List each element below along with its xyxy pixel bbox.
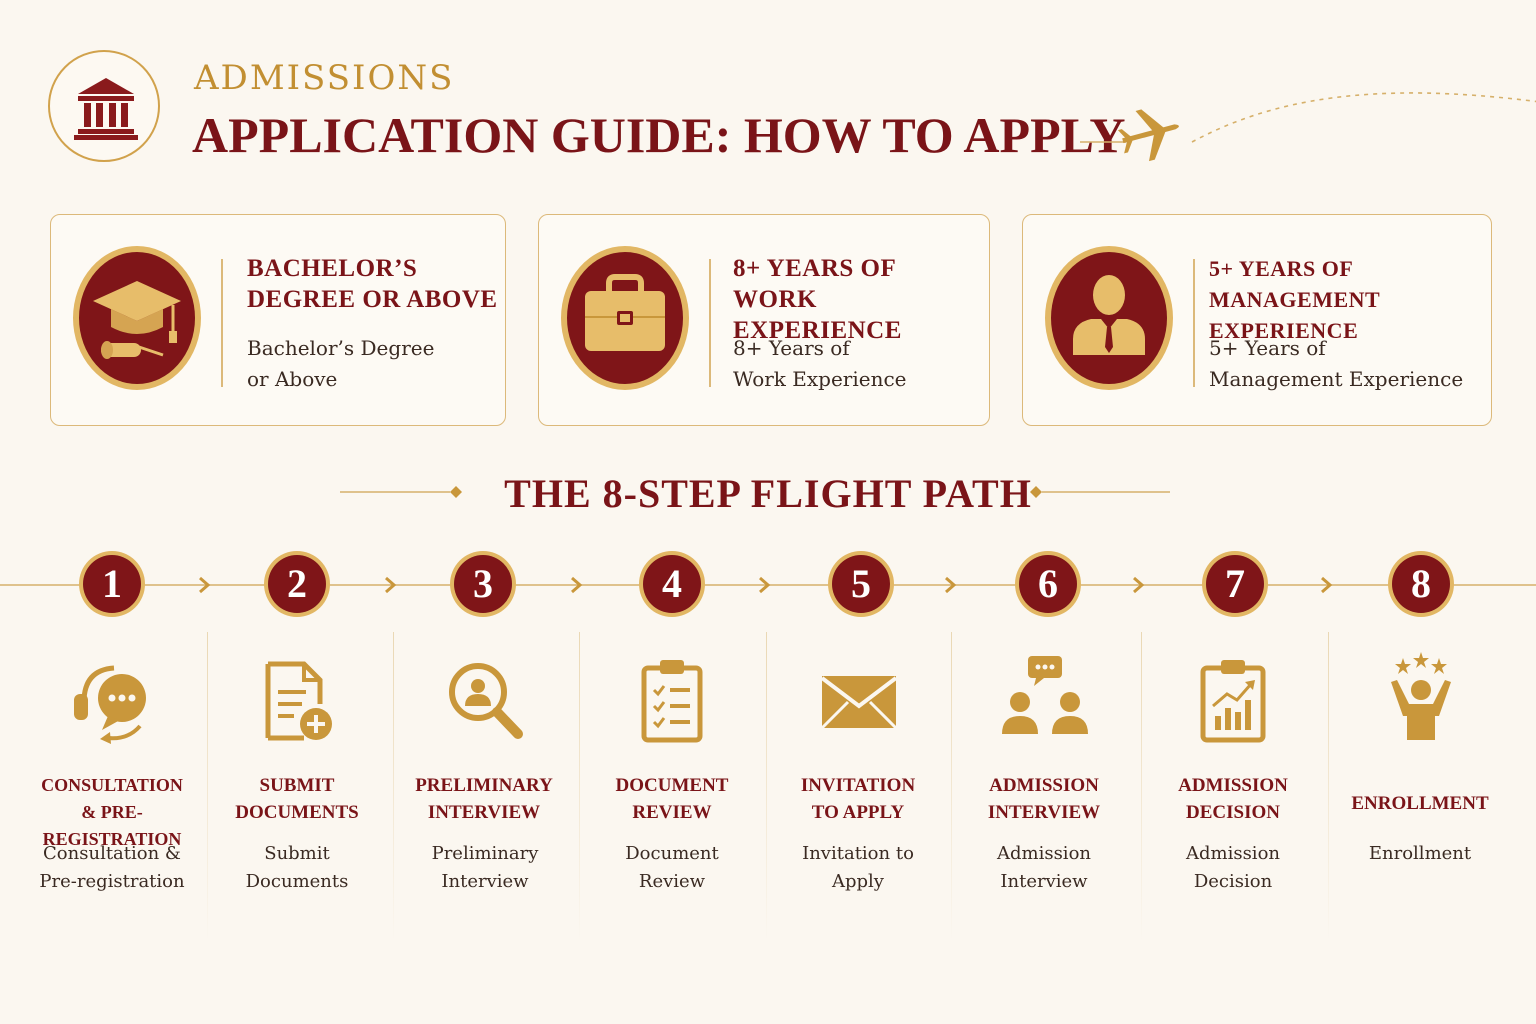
requirement-card-management-experience: 5+ YEARS OF MANAGEMENT EXPERIENCE 5+ Yea… (1022, 214, 1492, 426)
step-title: ADMISSION INTERVIEW (987, 775, 1101, 823)
requirement-card-work-experience: 8+ YEARS OF WORK EXPERIENCE 8+ Years of … (538, 214, 990, 426)
step-badge-5: 5 (827, 550, 895, 618)
step-description: Preliminary Interview (431, 843, 539, 892)
requirement-card-degree: BACHELOR’S DEGREE OR ABOVE Bachelor’s De… (50, 214, 506, 426)
column-divider (1328, 632, 1329, 942)
page-title: APPLICATION GUIDE: HOW TO APPLY (192, 107, 1126, 163)
step-badge-8: 8 (1387, 550, 1455, 618)
requirement-title: BACHELOR’S DEGREE OR ABOVE (247, 255, 498, 313)
column-divider (1141, 632, 1142, 942)
column-divider (766, 632, 767, 942)
column-divider (951, 632, 952, 942)
step-number: 5 (851, 561, 871, 606)
step-title: CONSULTATION & PRE-REGISTRATION (41, 775, 183, 849)
step-badge-6: 6 (1014, 550, 1082, 618)
step-number: 2 (287, 561, 307, 606)
step-number: 8 (1411, 561, 1431, 606)
step-badge-7: 7 (1201, 550, 1269, 618)
step-badge-4: 4 (638, 550, 706, 618)
consultation-chat-icon (74, 665, 146, 744)
step-badge-2: 2 (263, 550, 331, 618)
step-description: Document Review (625, 843, 719, 892)
step-description: Submit Documents (245, 843, 349, 892)
step-number: 3 (473, 561, 493, 606)
step-description: Enrollment (1368, 843, 1472, 864)
requirement-title: 8+ YEARS OF WORK EXPERIENCE (733, 255, 902, 344)
step-number: 4 (662, 561, 682, 606)
step-number: 1 (102, 561, 122, 606)
briefcase-icon (561, 246, 689, 390)
airplane-icon (1080, 92, 1536, 162)
section-kicker: ADMISSIONS (194, 58, 455, 98)
document-add-icon (265, 661, 332, 741)
requirement-description: Bachelor’s Degree or Above (247, 336, 435, 391)
step-description: Consultation & Pre-registration (39, 843, 185, 892)
bank-building-icon (74, 78, 138, 140)
column-divider (207, 632, 208, 942)
step-badge-1: 1 (78, 550, 146, 618)
steps-heading: THE 8-STEP FLIGHT PATH (504, 471, 1032, 516)
step-number: 6 (1038, 561, 1058, 606)
envelope-icon (820, 676, 898, 730)
graduation-cap-icon (73, 246, 201, 390)
step-number: 7 (1225, 561, 1245, 606)
requirement-description: 5+ Years of Management Experience (1209, 336, 1464, 391)
clipboard-checklist-icon (641, 660, 703, 743)
step-title: ENROLLMENT (1351, 793, 1489, 814)
step-title: ADMISSION DECISION (1178, 775, 1288, 823)
step-title: SUBMIT DOCUMENTS (235, 775, 359, 823)
step-description: Admission Decision (1185, 843, 1280, 892)
step-badge-3: 3 (449, 550, 517, 618)
step-title: DOCUMENT REVIEW (615, 775, 729, 823)
institution-logo (48, 50, 160, 162)
person-search-icon (449, 663, 523, 739)
requirement-description: 8+ Years of Work Experience (733, 336, 907, 391)
manager-icon (1045, 246, 1173, 390)
column-divider (393, 632, 394, 942)
heading-divider (340, 486, 1170, 498)
requirement-title: 5+ YEARS OF MANAGEMENT EXPERIENCE (1209, 256, 1380, 343)
step-description: Admission Interview (996, 843, 1091, 892)
interview-people-icon (1002, 656, 1088, 734)
step-title: INVITATION TO APPLY (800, 775, 916, 823)
column-divider (579, 632, 580, 942)
celebration-stars-icon (1391, 652, 1451, 740)
clipboard-chart-icon (1200, 660, 1266, 743)
step-description: Invitation to Apply (802, 843, 914, 892)
step-timeline (0, 576, 1536, 594)
step-title: PRELIMINARY INTERVIEW (415, 775, 553, 823)
